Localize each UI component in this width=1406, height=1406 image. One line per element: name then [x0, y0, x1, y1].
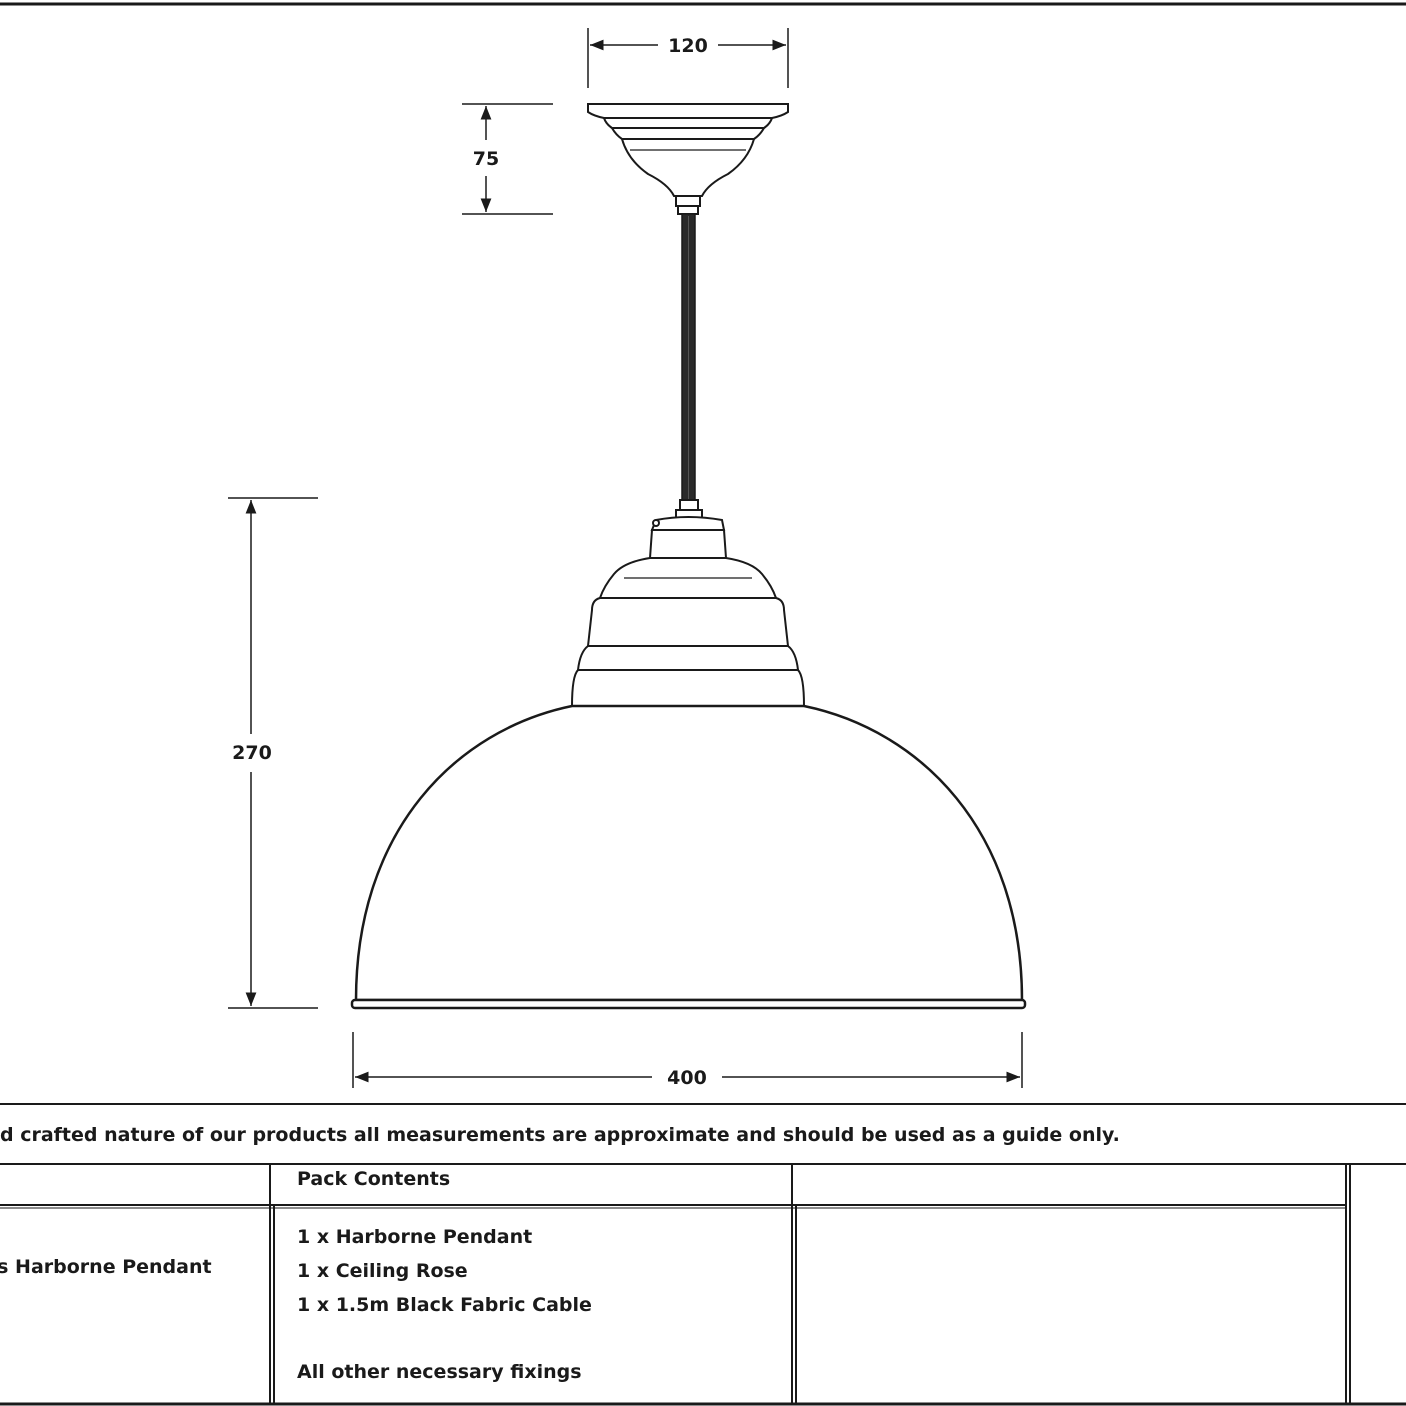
list-item: All other necessary fixings [297, 1361, 582, 1383]
measurement-disclaimer: d crafted nature of our products all mea… [0, 1124, 1120, 1146]
fabric-cable [681, 213, 696, 503]
list-item: 1 x Harborne Pendant [297, 1226, 533, 1248]
dimension-shade-width [352, 1032, 1023, 1088]
dimension-label-shade-height: 270 [232, 742, 272, 764]
dimension-label-rose-width: 120 [668, 35, 708, 57]
pack-contents-header: Pack Contents [297, 1168, 451, 1190]
dimension-label-rose-height: 75 [473, 148, 499, 170]
dome-shade [350, 704, 1027, 1010]
dimension-label-shade-width: 400 [667, 1067, 707, 1089]
list-item: 1 x 1.5m Black Fabric Cable [297, 1294, 592, 1316]
list-item: 1 x Ceiling Rose [297, 1260, 468, 1282]
pack-contents-list: 1 x Harborne Pendant 1 x Ceiling Rose 1 … [297, 1220, 592, 1389]
lamp-holder [570, 499, 806, 707]
ceiling-rose [587, 103, 789, 215]
product-name: ass Harborne Pendant [0, 1256, 212, 1278]
dimension-rose-width [587, 28, 789, 88]
pack-table-grid [0, 1164, 1351, 1404]
dimension-rose-height [462, 103, 553, 215]
dimension-shade-height [228, 497, 318, 1009]
